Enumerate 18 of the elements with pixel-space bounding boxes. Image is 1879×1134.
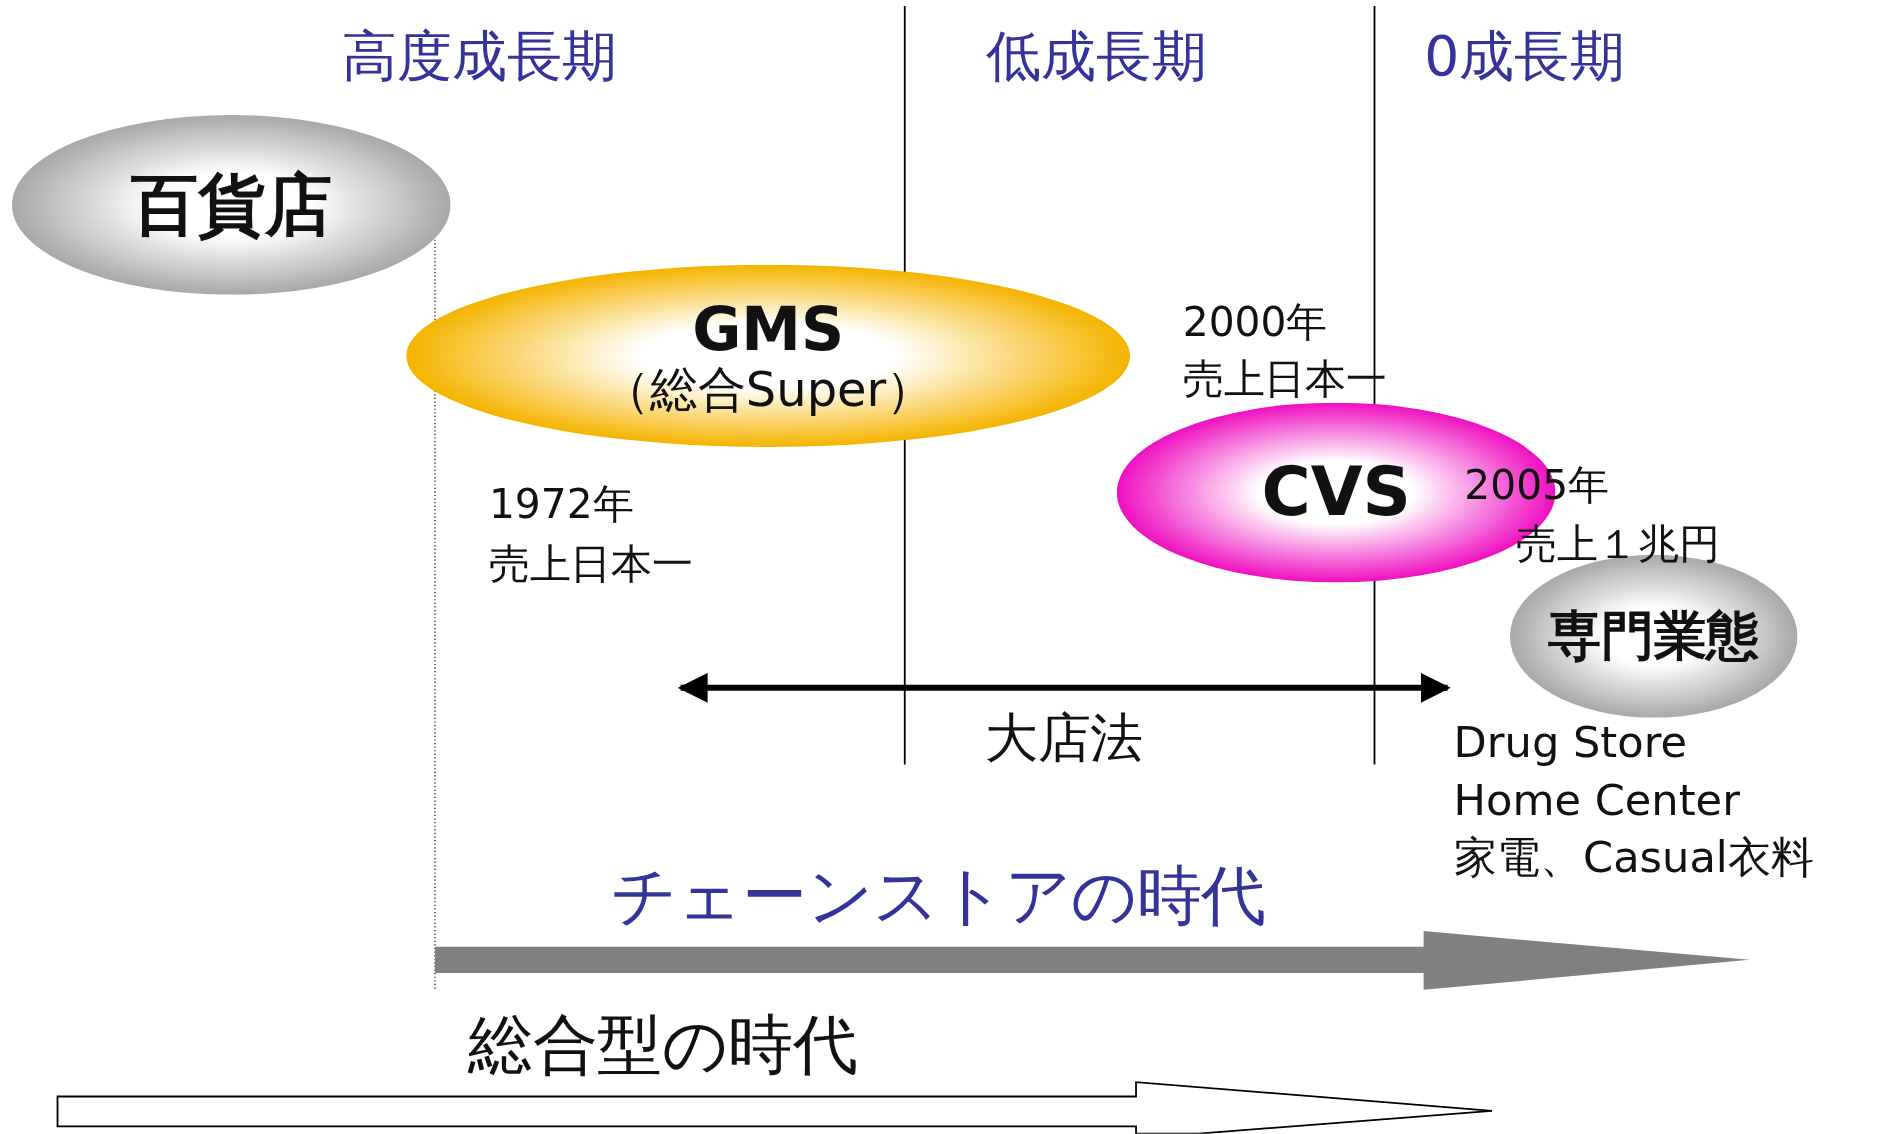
period-heading: 0成長期 <box>1424 26 1625 87</box>
year-note: 2000年 <box>1182 299 1328 345</box>
note-text: 売上日本一 <box>488 541 693 587</box>
period-heading: 低成長期 <box>986 26 1207 87</box>
store-type-label: 専門業態 <box>1548 607 1760 666</box>
year-note: 1972年 <box>488 481 634 527</box>
store-category-text: Drug Store <box>1453 719 1687 767</box>
note-text: 売上１兆円 <box>1515 522 1720 568</box>
era-label: チェーンストアの時代 <box>610 860 1267 932</box>
era-label: 総合型の時代 <box>467 1009 858 1081</box>
period-heading: 高度成長期 <box>341 26 618 87</box>
law-label: 大店法 <box>985 709 1144 768</box>
store-type-label: CVS <box>1261 455 1411 530</box>
store-type-label: 百貨店 <box>130 168 332 242</box>
store-category-text: Home Center <box>1453 776 1740 824</box>
store-category-text: 家電、Casual衣料 <box>1453 834 1815 882</box>
store-type-subtitle: （総合Super） <box>602 362 935 416</box>
store-type-label: GMS <box>692 296 845 363</box>
